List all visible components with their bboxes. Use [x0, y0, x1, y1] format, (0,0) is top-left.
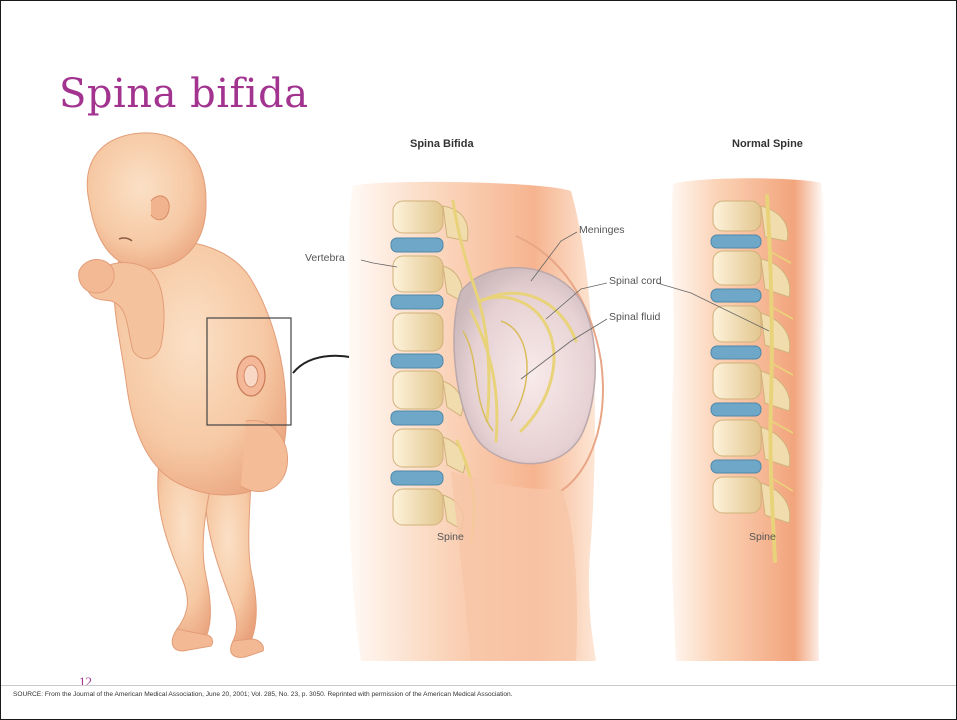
label-meninges: Meninges	[579, 224, 625, 236]
baby-figure	[79, 133, 288, 657]
label-spine-right: Spine	[749, 531, 776, 543]
label-spine-left: Spine	[437, 531, 464, 543]
slide-number: 12	[79, 674, 92, 690]
panel-title-normal-spine: Normal Spine	[732, 138, 803, 150]
source-citation: SOURCE: From the Journal of the American…	[13, 691, 948, 698]
footer-divider	[1, 685, 957, 686]
label-spinal-fluid: Spinal fluid	[609, 311, 660, 323]
panel-title-spina-bifida: Spina Bifida	[410, 138, 474, 150]
label-vertebra: Vertebra	[305, 252, 345, 264]
label-spinal-cord: Spinal cord	[609, 275, 662, 287]
spina-bifida-panel	[348, 182, 603, 661]
normal-spine-panel	[671, 178, 825, 661]
